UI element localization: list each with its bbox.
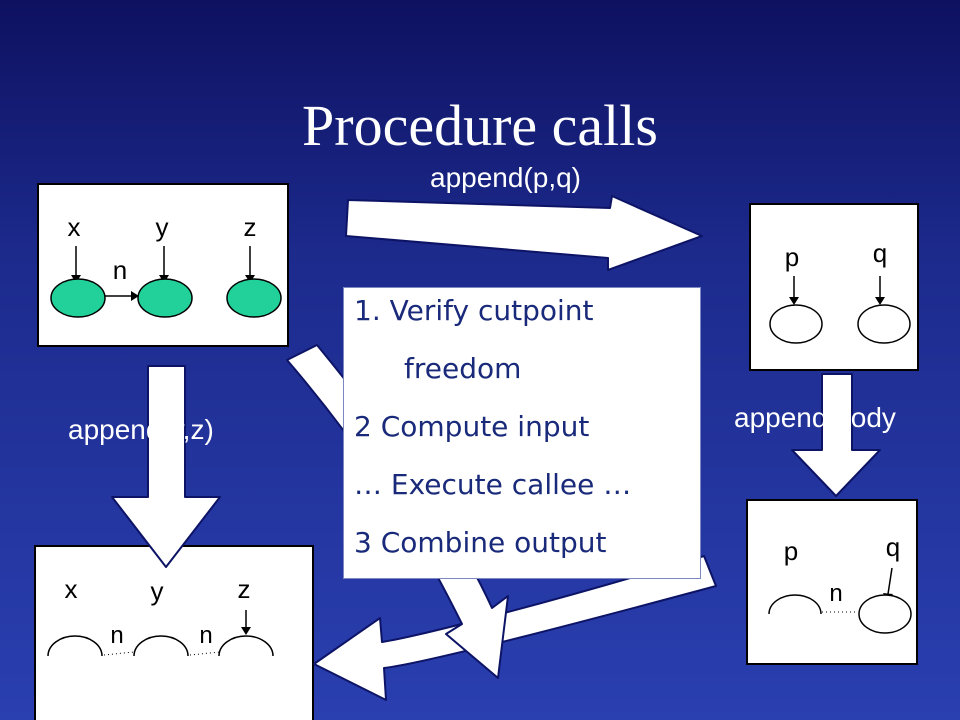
edge-n-label: n (113, 255, 127, 285)
callee-heap-input-box (749, 203, 919, 371)
call-arrow-left (111, 365, 221, 568)
steps-panel: 1. Verify cutpoint freedom 2 Compute inp… (343, 287, 701, 579)
heap-node (50, 278, 106, 318)
caller-heap-before-box (37, 183, 289, 347)
step-execute: … Execute callee … (354, 468, 632, 501)
call-label-top: append(p,q) (430, 162, 582, 193)
edge-n-label: n (110, 622, 123, 649)
var-x-label: x (65, 574, 78, 604)
return-arrow-bottom (313, 555, 717, 701)
edge-n-label: n (199, 622, 212, 649)
heap-node (226, 278, 282, 318)
var-q-label: q (886, 532, 900, 562)
step-1-continued: freedom (404, 352, 522, 385)
callee-heap-output-box (746, 499, 918, 665)
slide-title: Procedure calls (302, 93, 658, 158)
var-p-label: p (785, 242, 799, 272)
var-z-label: z (244, 212, 257, 242)
var-z-label: z (238, 574, 251, 604)
body-arrow-right (791, 373, 881, 497)
step-3: 3 Combine output (354, 526, 607, 559)
edge-n-label: n (829, 580, 842, 607)
heap-node (137, 278, 193, 318)
step-2: 2 Compute input (354, 410, 590, 443)
var-q-label: q (873, 238, 887, 268)
var-p-label: p (784, 536, 798, 566)
var-x-label: x (68, 212, 81, 242)
step-1: 1. Verify cutpoint (354, 294, 594, 327)
heap-node (769, 304, 823, 344)
heap-node (857, 304, 911, 344)
body-label-right: append body (734, 402, 896, 433)
var-y-label: y (151, 576, 164, 606)
call-label-left: append(y,z) (68, 414, 214, 445)
heap-node (858, 594, 912, 634)
call-arrow-top (345, 195, 703, 271)
pointer-q (887, 567, 893, 595)
var-y-label: y (156, 212, 169, 242)
caller-heap-after-box (34, 545, 314, 720)
